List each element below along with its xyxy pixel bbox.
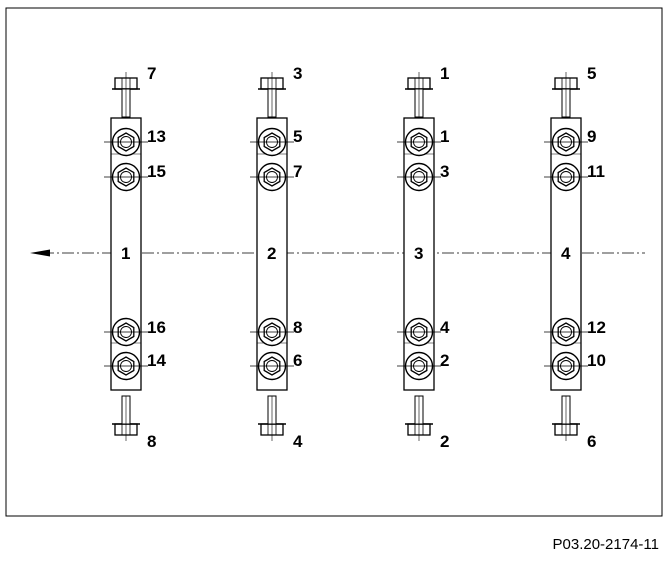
outer-top-bolt [258,72,286,118]
outer-bottom-bolt-label: 6 [587,432,596,451]
outer-bottom-bolt [112,395,140,441]
outer-bottom-bolt-label: 8 [147,432,156,451]
inner-bolt-label: 8 [293,318,302,337]
inner-bolt-label: 10 [587,351,606,370]
outer-bottom-bolt [258,395,286,441]
inner-bolt [544,127,588,157]
inner-bolt-label: 3 [440,162,449,181]
inner-bolt-label: 6 [293,351,302,370]
inner-bolt-label: 7 [293,162,302,181]
cap-number-bg [264,244,280,262]
outer-bottom-bolt [552,395,580,441]
bearing-cap-number: 1 [121,244,130,263]
inner-bolt [544,317,588,347]
inner-bolt-label: 2 [440,351,449,370]
inner-bolt [104,127,148,157]
bearing-cap-number: 2 [267,244,276,263]
inner-bolt [104,162,148,192]
outer-top-bolt [405,72,433,118]
inner-bolt-label: 15 [147,162,166,181]
cap-number-bg [411,244,427,262]
outer-top-bolt-label: 5 [587,64,596,83]
inner-bolt [104,351,148,381]
inner-bolt-label: 16 [147,318,166,337]
outer-bottom-bolt-label: 2 [440,432,449,451]
inner-bolt-label: 12 [587,318,606,337]
inner-bolt [544,162,588,192]
inner-bolt-label: 4 [440,318,450,337]
bearing-cap-number: 3 [414,244,423,263]
cap-number-bg [558,244,574,262]
outer-bottom-bolt-label: 4 [293,432,303,451]
inner-bolt-label: 14 [147,351,166,370]
outer-top-bolt [112,72,140,118]
inner-bolt-label: 5 [293,127,302,146]
inner-bolt [544,351,588,381]
axis-arrow-icon [30,249,50,257]
inner-bolt [250,317,294,347]
inner-bolt [397,162,441,192]
cap-number-bg [118,244,134,262]
inner-bolt-label: 1 [440,127,449,146]
inner-bolt-label: 9 [587,127,596,146]
bearing-cap-number: 4 [561,244,571,263]
diagram-frame [5,7,663,517]
outer-top-bolt [552,72,580,118]
outer-top-bolt-label: 7 [147,64,156,83]
inner-bolt [250,127,294,157]
inner-bolt [250,351,294,381]
inner-bolt [104,317,148,347]
figure-reference: P03.20-2174-11 [552,536,659,553]
outer-top-bolt-label: 3 [293,64,302,83]
inner-bolt-label: 13 [147,127,166,146]
inner-bolt [397,127,441,157]
inner-bolt [397,351,441,381]
inner-bolt-label: 11 [587,162,605,181]
inner-bolt [250,162,294,192]
outer-bottom-bolt [405,395,433,441]
inner-bolt [397,317,441,347]
outer-top-bolt-label: 1 [440,64,449,83]
